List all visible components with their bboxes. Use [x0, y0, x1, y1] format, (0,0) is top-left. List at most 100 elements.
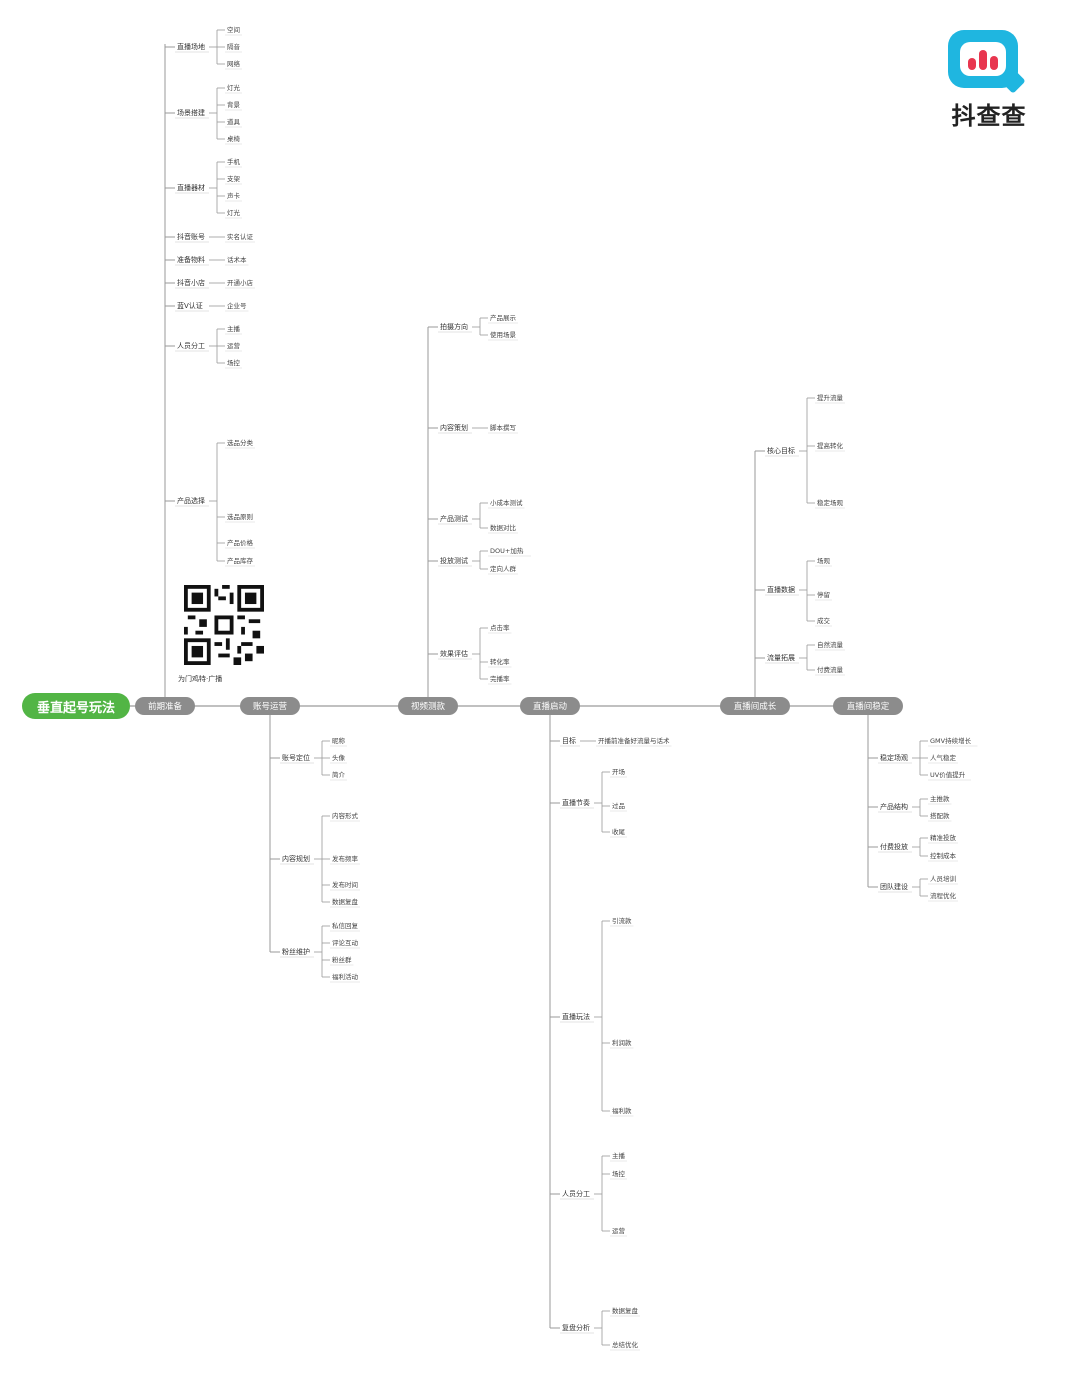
branch-pill	[135, 697, 195, 715]
child-label: 流程优化	[930, 891, 957, 900]
child-label: UV价值提升	[930, 770, 966, 779]
child-label: 停留	[817, 590, 830, 599]
item-label: 直播玩法	[562, 1012, 590, 1021]
child-label: 灯光	[227, 83, 241, 92]
child-label: 背景	[227, 100, 241, 109]
child-label: 简介	[332, 770, 346, 779]
child-label: 选品分类	[227, 438, 254, 447]
child-label: 福利活动	[332, 972, 359, 981]
child-label: 产品库存	[227, 556, 254, 565]
child-label: 数据复盘	[332, 897, 359, 906]
child-label: 运营	[227, 341, 241, 350]
child-label: 粉丝群	[332, 955, 352, 964]
child-label: 完播率	[490, 674, 510, 683]
item-label: 抖音账号	[177, 232, 205, 241]
child-label: 选品原则	[227, 512, 253, 521]
item-label: 粉丝维护	[282, 947, 310, 956]
child-label: 网络	[227, 59, 241, 68]
qr-caption: 为门鸡特·广播	[178, 674, 222, 683]
child-label: 精准投放	[930, 833, 957, 842]
qr-code-image	[184, 585, 264, 665]
child-label: 点击率	[490, 623, 510, 632]
item-label: 投放测试	[440, 556, 468, 565]
branch-label: 直播启动	[533, 701, 568, 712]
child-label: DOU+加热	[490, 546, 524, 555]
child-label: 开播前准备好流量与话术	[598, 736, 670, 745]
child-label: 发布频率	[332, 854, 359, 863]
branch-pill	[240, 697, 300, 715]
child-label: 话术本	[227, 255, 247, 264]
child-label: 产品价格	[227, 538, 254, 547]
child-label: 脚本撰写	[490, 423, 516, 432]
child-label: 昵称	[332, 736, 346, 745]
branch-label: 视频测款	[411, 701, 446, 712]
branch-label: 直播间成长	[734, 701, 777, 712]
child-label: 隔音	[227, 42, 241, 51]
child-label: 场控	[612, 1169, 626, 1178]
child-label: 付费流量	[817, 665, 844, 674]
item-label: 目标	[562, 736, 576, 745]
logo-text: 抖查查	[951, 102, 1027, 130]
item-label: 直播场地	[177, 42, 205, 51]
item-label: 流量拓展	[767, 653, 795, 662]
item-label: 抖音小店	[177, 278, 205, 287]
child-label: 过品	[612, 801, 625, 810]
child-label: 产品展示	[490, 313, 517, 322]
child-label: 提升流量	[817, 393, 844, 402]
child-label: 稳定场观	[817, 498, 844, 507]
item-label: 账号定位	[282, 753, 310, 762]
item-label: 内容策划	[440, 423, 468, 432]
child-label: 开通小店	[227, 278, 254, 287]
child-label: 场观	[817, 556, 831, 565]
item-label: 产品测试	[440, 514, 468, 523]
child-label: 私信回复	[332, 921, 359, 930]
child-label: 空间	[227, 25, 240, 34]
item-label: 直播节奏	[562, 798, 590, 807]
item-label: 产品选择	[177, 496, 205, 505]
item-label: 人员分工	[177, 341, 205, 350]
branch-label: 直播间稳定	[847, 701, 890, 712]
qr-code	[184, 585, 264, 665]
child-label: 转化率	[490, 657, 510, 666]
child-label: 自然流量	[817, 640, 844, 649]
child-label: 成交	[817, 616, 831, 625]
child-label: 发布时间	[332, 880, 358, 889]
branch-pill	[398, 697, 458, 715]
child-label: 灯光	[227, 208, 241, 217]
child-label: 定向人群	[490, 564, 517, 573]
child-label: 搭配款	[930, 811, 950, 820]
item-label: 准备物料	[177, 255, 205, 264]
branch-pill	[520, 697, 580, 715]
child-label: 人气稳定	[930, 753, 957, 762]
item-label: 人员分工	[562, 1189, 590, 1198]
branch-label: 账号运营	[253, 701, 287, 712]
branch-pill	[720, 697, 790, 715]
item-label: 直播数据	[767, 585, 795, 594]
child-label: 声卡	[227, 191, 241, 200]
child-label: 开场	[612, 767, 626, 776]
logo-icon	[948, 30, 1018, 88]
child-label: 头像	[332, 753, 346, 762]
child-label: 利润款	[612, 1038, 632, 1047]
child-label: 人员培训	[930, 874, 956, 883]
child-label: 小成本测试	[490, 498, 523, 507]
child-label: 控制成本	[930, 851, 957, 860]
child-label: 运营	[612, 1226, 626, 1235]
root-node: 垂直起号玩法	[22, 693, 130, 719]
item-label: 内容规划	[282, 854, 310, 863]
child-label: 企业号	[227, 301, 247, 310]
child-label: 收尾	[612, 827, 626, 836]
item-label: 效果评估	[440, 649, 468, 658]
child-label: 主播	[612, 1151, 626, 1160]
item-label: 团队建设	[880, 882, 908, 891]
branch-label: 前期准备	[148, 701, 183, 712]
branch-pill	[833, 697, 903, 715]
item-label: 付费投放	[880, 842, 908, 851]
item-label: 场景搭建	[177, 108, 205, 117]
child-label: 主播	[227, 324, 241, 333]
brand-logo: 抖查查	[944, 28, 1034, 130]
child-label: 实名认证	[227, 232, 254, 241]
item-label: 直播器材	[177, 183, 205, 192]
child-label: 评论互动	[332, 938, 359, 947]
